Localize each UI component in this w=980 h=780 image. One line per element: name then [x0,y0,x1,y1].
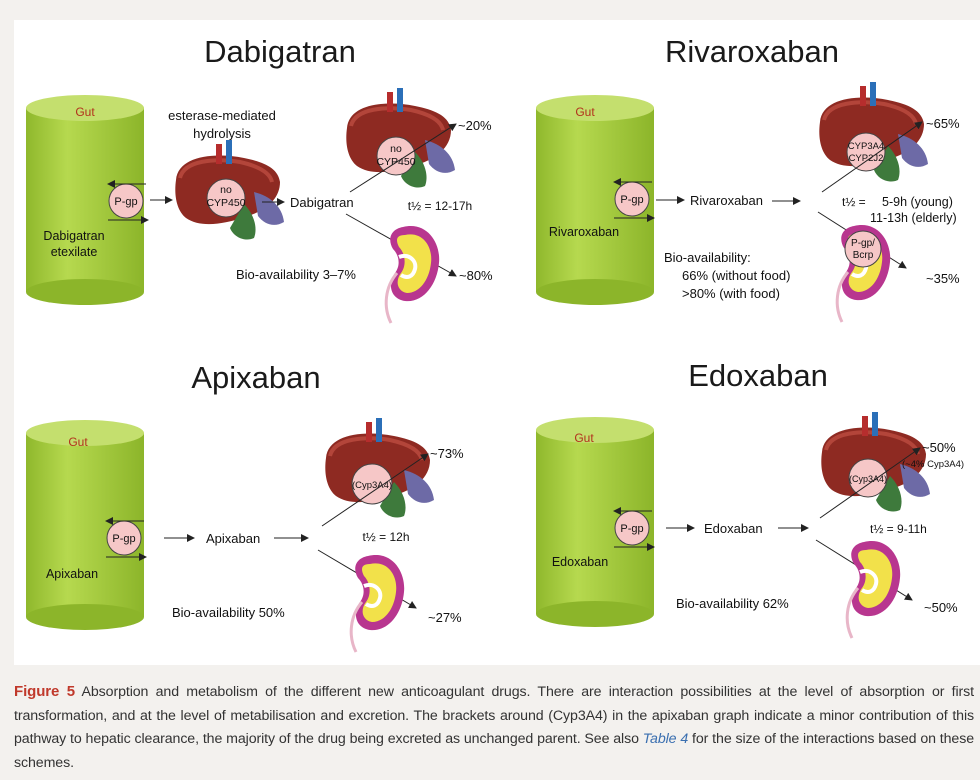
active-drug-label: Edoxaban [704,521,763,536]
gut-drug-line-2: etexilate [51,245,98,259]
enzyme-label-line-2: CYP450 [206,197,245,209]
figure-label: Figure 5 [14,683,75,700]
active-drug-label: Dabigatran [290,195,354,210]
panel-title: Edoxaban [688,358,828,393]
hepatic-percentage: ~73% [430,446,464,461]
half-life: t½ = 12h [362,530,409,544]
enzyme-label-line-1: no [220,184,232,196]
active-drug-label: Apixaban [206,531,260,546]
enzyme-label-line-2: CYP2J2 [849,153,884,164]
half-life: t½ = 9-11h [870,522,927,536]
bioavailability-line-2: 66% (without food) [682,268,790,283]
renal-percentage: ~80% [459,268,493,283]
renal-percentage: ~35% [926,271,960,286]
bioavailability: Bio-availability 50% [172,605,285,620]
gut-label: Gut [68,435,88,449]
hepatic-percentage: ~20% [458,118,492,133]
gut-label: Gut [574,431,594,445]
pgp-label: P-gp [112,533,135,545]
gut-drug-line-1: Edoxaban [552,555,608,569]
renal-percentage: ~50% [924,600,958,615]
panel-title: Rivaroxaban [665,34,839,69]
hepatic-note: (~4% Cyp3A4) [902,459,964,470]
gut-label: Gut [75,105,95,119]
bioavailability-line-1: Bio-availability: [664,250,751,265]
panel-title: Apixaban [191,360,320,395]
gut-drug-line-1: Dabigatran [43,229,104,243]
half-life: t½ = 12-17h [408,199,472,213]
transporter-circle [845,231,881,267]
enzyme-label: (Cyp3A4) [352,480,392,491]
half-life-prefix: t½ = [842,195,866,209]
enzyme-label-line-1: no [390,143,402,155]
half-life-young: 5-9h (young) [882,195,953,209]
active-drug-label: Rivaroxaban [690,193,763,208]
pgp-label: P-gp [620,523,643,535]
gut-label: Gut [575,105,595,119]
half-life-elderly: 11-13h (elderly) [870,211,957,225]
step-label-line-2: hydrolysis [193,126,251,141]
bioavailability-line-3: >80% (with food) [682,286,780,301]
hepatic-percentage: ~65% [926,116,960,131]
kidney-label-line-1: P-gp/ [851,238,875,249]
kidney-label-line-2: Bcrp [853,250,874,261]
gut-drug-line-1: Apixaban [46,567,98,581]
figure-caption: Figure 5 Absorption and metabolism of th… [14,680,974,775]
panel-title: Dabigatran [204,34,356,69]
renal-percentage: ~27% [428,610,462,625]
pgp-label: P-gp [620,194,643,206]
bioavailability: Bio-availability 62% [676,596,789,611]
hepatic-percentage: ~50% [922,440,956,455]
pgp-label: P-gp [114,196,137,208]
step-label-line-1: esterase-mediated [168,108,276,123]
bioavailability: Bio-availability 3–7% [236,267,356,282]
gut-drug-line-1: Rivaroxaban [549,225,619,239]
enzyme-label-line-1: CYP3A4 [848,141,884,152]
table-reference-link[interactable]: Table 4 [643,731,688,747]
